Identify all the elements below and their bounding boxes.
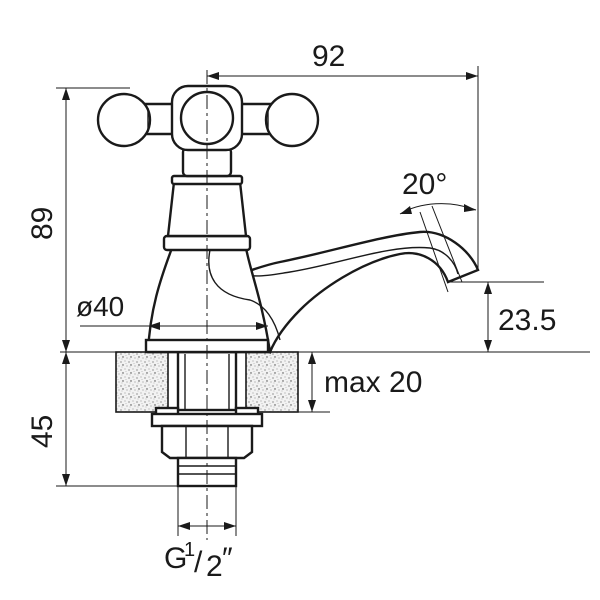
dim-spout-height: 23.5 (448, 281, 556, 352)
spout (199, 230, 480, 355)
dim-deck-arrow-top (308, 352, 316, 364)
dim-angle: 20° (399, 168, 477, 293)
dim-thread-inch: ″ (222, 542, 233, 575)
dim-base-arrow-right (256, 322, 268, 330)
handle-knob-left (96, 92, 152, 148)
dim-height: 89 (26, 87, 130, 352)
dim-height-arrow-bottom (62, 340, 70, 352)
cross-handle (96, 84, 320, 152)
dim-spout-label: 23.5 (498, 304, 556, 337)
dim-height-arrow-top (62, 88, 70, 100)
dim-base-label: ø40 (76, 291, 124, 322)
dim-shank-arrow-bottom (62, 474, 70, 486)
body-inner-contour (208, 249, 281, 341)
handle-cap (179, 90, 235, 146)
spout-inner-line (231, 246, 459, 277)
dim-width-label: 92 (312, 40, 345, 73)
dim-angle-label: 20° (402, 168, 447, 201)
dim-thread-numerator: 1 (184, 539, 195, 561)
dim-thread-arrow-left (178, 522, 190, 530)
dim-thread: G 1 / 2 ″ (164, 486, 237, 583)
dim-angle-arrow-1 (400, 206, 412, 214)
dim-width-arrow-left (207, 72, 219, 80)
dim-width: 92 (207, 40, 479, 268)
dim-height-label: 89 (26, 207, 59, 240)
dim-shank-label: 45 (26, 415, 59, 448)
countertop-right-block (245, 351, 299, 413)
dim-base: ø40 (76, 291, 268, 330)
backnut (160, 424, 254, 460)
dim-deck-arrow-bottom (308, 400, 316, 412)
dim-thread-slash: / (194, 546, 203, 579)
countertop-section (60, 351, 590, 413)
dim-thread-denominator: 2 (206, 550, 223, 583)
dim-shank-arrow-top (62, 352, 70, 364)
dim-angle-arrow-2 (464, 204, 476, 212)
dim-shank: 45 (26, 352, 178, 487)
handle-knob-right (264, 92, 320, 148)
countertop-left-block (115, 351, 169, 413)
dim-angle-ray-1 (419, 211, 449, 293)
dim-deck: max 20 (258, 352, 422, 413)
dim-thread-g: G (164, 542, 187, 575)
dim-thread-arrow-right (224, 522, 236, 530)
dim-deck-label: max 20 (324, 366, 422, 399)
dim-angle-ray-2 (431, 205, 463, 283)
dim-spout-arrow-top (484, 282, 492, 294)
dim-spout-arrow-bottom (484, 340, 492, 352)
dim-width-arrow-right (466, 72, 478, 80)
dim-base-arrow-left (148, 322, 160, 330)
